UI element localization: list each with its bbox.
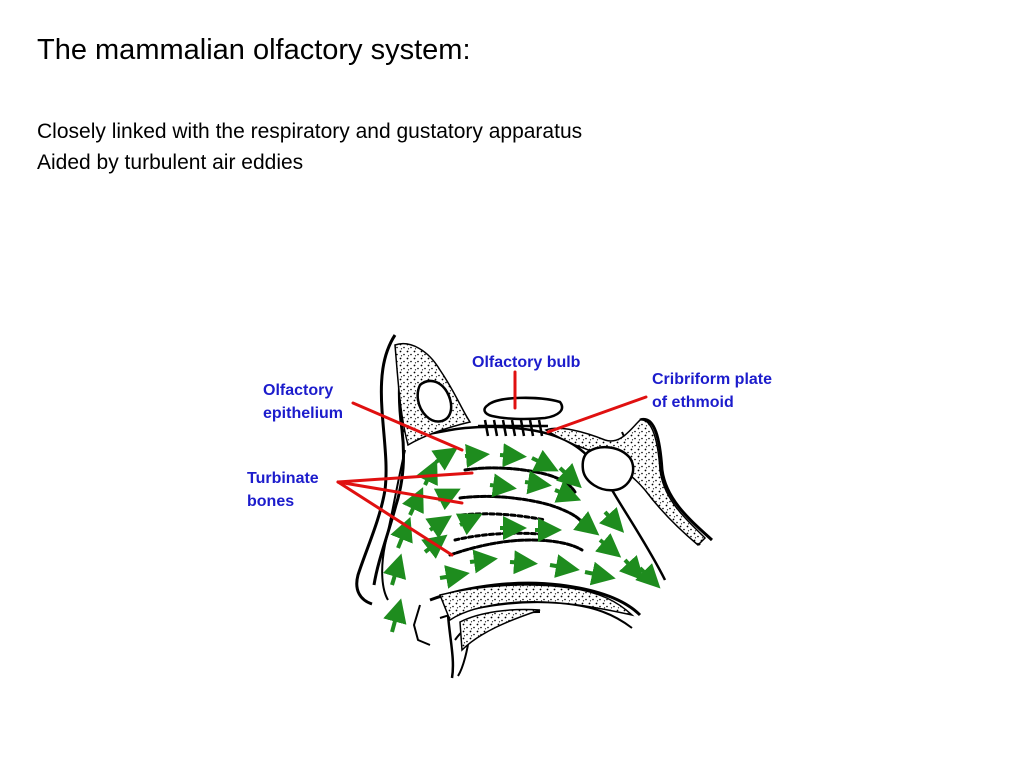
bullet-item: Closely linked with the respiratory and … <box>37 120 583 143</box>
label-turbinate-bones-line2: bones <box>247 493 294 510</box>
airflow-arrows <box>383 443 661 633</box>
label-cribriform-plate-line2: of ethmoid <box>652 394 734 411</box>
slide-title: The mammalian olfactory system: <box>37 34 471 66</box>
leader-lines <box>336 370 648 557</box>
bullet-item: Aided by turbulent air eddies <box>37 151 304 174</box>
label-cribriform-plate-line1: Cribriform plate <box>652 371 772 388</box>
bullet-list: Closely linked with the respiratory and … <box>37 116 582 178</box>
olfactory-bulb-shape <box>483 396 564 421</box>
cribriform-plate-hatch <box>478 419 548 437</box>
turbinate-bones <box>448 466 584 557</box>
label-olfactory-epithelium-line2: epithelium <box>263 405 343 422</box>
label-turbinate-bones-line1: Turbinate <box>247 470 319 487</box>
sinus-cavities <box>416 379 635 492</box>
label-olfactory-epithelium-line1: Olfactory <box>263 382 333 399</box>
nasal-lining <box>381 449 406 601</box>
diagram-labels: Olfactory bulb Olfactory epithelium Crib… <box>247 354 772 510</box>
label-olfactory-bulb: Olfactory bulb <box>472 354 581 371</box>
